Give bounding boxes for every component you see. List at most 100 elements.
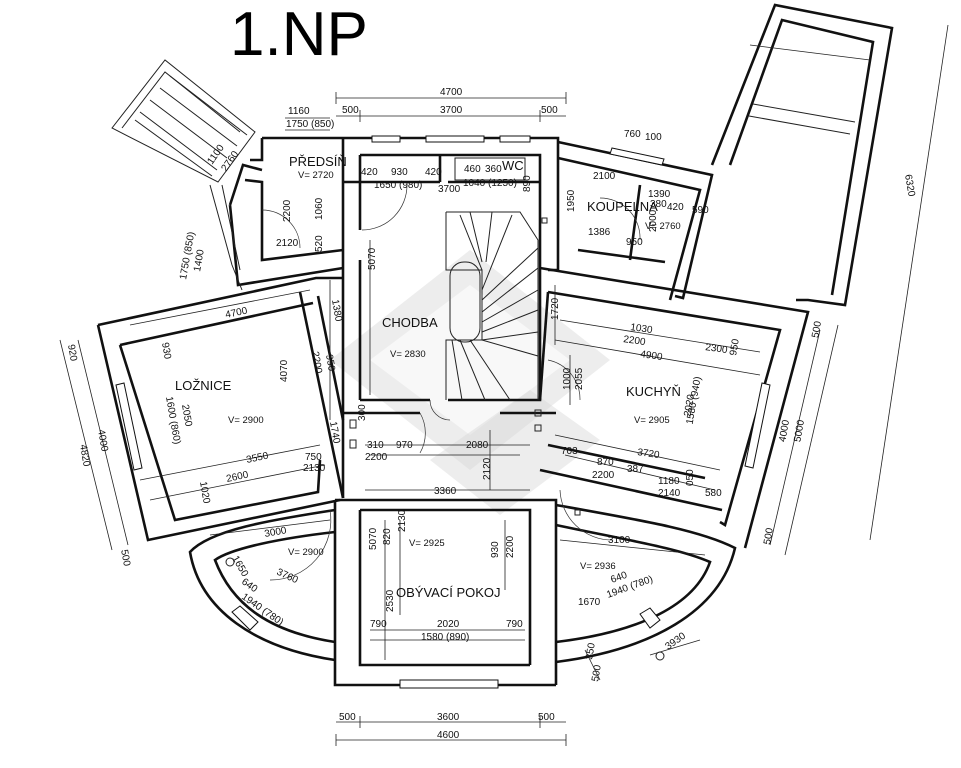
room-name-chodba: CHODBA	[382, 315, 438, 330]
dim-label: 1650	[229, 554, 250, 579]
room-level-koupelna: V= 2760	[645, 221, 681, 232]
dim-label: 460	[464, 164, 481, 175]
dim-label: 930	[490, 541, 501, 558]
dim-label: 420	[667, 202, 684, 213]
walls	[96, 3, 894, 687]
dim-label: 1750 (850)	[286, 119, 334, 130]
dim-label: 4700	[440, 87, 463, 98]
dim-label: 1670	[578, 597, 601, 608]
dim-label: 3000	[264, 525, 288, 540]
room-level-loznice: V= 2900	[228, 415, 264, 426]
dim-label: 2055	[574, 367, 585, 390]
windows	[115, 135, 771, 689]
dim-label: 920	[65, 344, 79, 363]
dim-label: 050	[685, 469, 696, 486]
dim-label: 5000	[792, 419, 807, 443]
room-name-wc: WC	[502, 158, 524, 173]
dim-label: 500	[541, 105, 558, 116]
dim-label: 387	[627, 464, 644, 475]
dim-label: 3360	[434, 486, 457, 497]
dim-label: 2140	[658, 488, 681, 499]
dim-label: 1650 (980)	[374, 180, 422, 191]
dim-label: 500	[339, 712, 356, 723]
dim-label: 2100	[593, 171, 616, 182]
dim-label: 1720	[550, 297, 561, 320]
dim-label: 2120	[482, 457, 493, 480]
dim-label: 500	[538, 712, 555, 723]
dim-label: 1040 (1250)	[463, 178, 517, 189]
dimension-labels: 4700 500 3700 500 1160 1750 (850) 420 93…	[65, 87, 917, 741]
dim-label: 1160	[288, 106, 310, 117]
dim-label: 1180	[658, 476, 680, 487]
dim-label: 930	[391, 167, 408, 178]
dim-label: 4900	[640, 349, 664, 363]
dim-label: 580	[705, 488, 722, 499]
dim-label: 950	[728, 338, 742, 357]
room-level-chodba: V= 2830	[390, 349, 426, 360]
dim-label: 4000	[95, 429, 110, 453]
room-labels: PŘEDSÍŇ V= 2720 WC KOUPELNA V= 2760 CHOD…	[175, 154, 681, 600]
dim-label: 380	[650, 199, 667, 210]
dim-label: 2130	[303, 463, 326, 474]
floor-title: 1.NP	[230, 0, 368, 69]
dim-label: 1390	[648, 189, 671, 200]
dim-label: 350	[584, 642, 598, 661]
dim-label: 420	[425, 167, 442, 178]
dim-label: 2130	[397, 509, 408, 532]
dim-label: 1740	[327, 421, 342, 445]
dim-label: 500	[810, 320, 824, 339]
dim-label: 2200	[505, 535, 516, 558]
dim-label: 1020	[197, 481, 212, 505]
dim-label: 820	[382, 528, 393, 545]
dim-label: 2300	[705, 342, 729, 356]
dimension-lines	[59, 24, 949, 746]
room-level-west-bay: V= 2900	[288, 547, 324, 558]
dim-label: 1580 (890)	[421, 632, 469, 643]
room-name-obyvaci-pokoj: OBÝVACÍ POKOJ	[396, 585, 501, 600]
dim-label: 310	[367, 440, 384, 451]
dim-label: 1950	[566, 189, 577, 212]
dim-label: 520	[314, 235, 325, 252]
dim-label: 750	[305, 452, 322, 463]
dim-label: 950	[323, 354, 337, 373]
dim-label: 2120	[276, 238, 299, 249]
dim-label: 3600	[437, 712, 460, 723]
room-name-loznice: LOŽNICE	[175, 378, 232, 393]
dim-label: 4820	[77, 444, 92, 468]
dim-label: 3550	[245, 450, 269, 465]
dim-label: 950	[626, 237, 643, 248]
dim-label: 970	[396, 440, 413, 451]
dim-label: 6320	[902, 174, 917, 198]
dim-label: 300	[357, 404, 368, 421]
dim-label: 1030	[630, 322, 654, 336]
dim-label: 2000	[648, 209, 659, 232]
dim-label: 2600	[225, 469, 249, 484]
dim-label: 3760	[275, 567, 300, 587]
dim-label: 790	[506, 619, 523, 630]
dim-label: 3700	[438, 184, 461, 195]
room-level-kuchyn: V= 2905	[634, 415, 670, 426]
dim-label: 870	[597, 457, 614, 468]
spiral-staircase	[445, 211, 539, 401]
dim-label: 420	[361, 167, 378, 178]
dim-label: 1400	[192, 248, 207, 272]
dim-label: 3700	[440, 105, 463, 116]
room-name-koupelna: KOUPELNA	[587, 199, 658, 214]
dim-label: 1000	[562, 367, 573, 390]
dim-label: 760	[624, 129, 641, 140]
room-level-predsin: V= 2720	[298, 170, 334, 181]
dim-label: 4000	[777, 419, 792, 443]
dim-label: 640	[239, 576, 259, 595]
dim-label: 500	[118, 549, 132, 568]
dim-label: 2080	[466, 440, 489, 451]
dim-label: 500	[590, 664, 604, 683]
dim-label: 2200	[592, 470, 615, 481]
dim-label: 930	[159, 342, 173, 361]
dim-label: 5070	[367, 247, 378, 270]
dim-label: 100	[645, 132, 662, 143]
dim-label: 1060	[314, 197, 325, 220]
dim-label: 3720	[637, 447, 661, 461]
dim-label: 590	[692, 205, 709, 216]
dim-label: 3930	[663, 630, 688, 652]
